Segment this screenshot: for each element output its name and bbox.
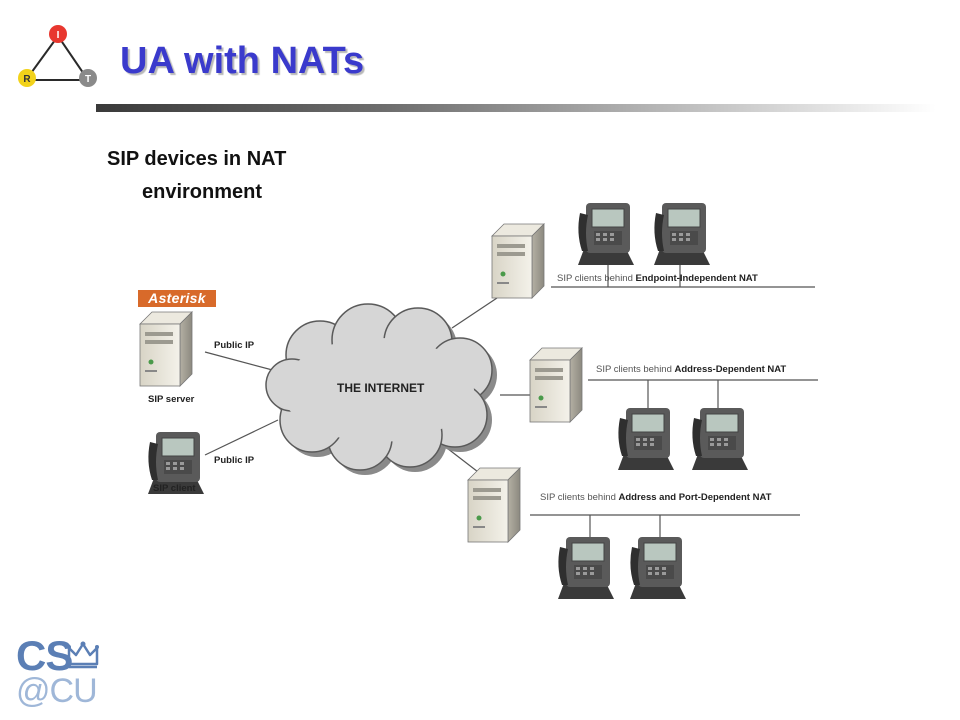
sip-server-label: SIP server (148, 394, 195, 405)
public-ip-label-server: Public IP (214, 340, 255, 351)
nat-group-type-1: Endpoint-Independent NAT (635, 273, 758, 284)
svg-text:R: R (23, 74, 31, 85)
title-divider (96, 104, 936, 112)
asterisk-logo: Asterisk (138, 290, 216, 307)
logo-node-t (79, 69, 97, 87)
cs-logo-text: CS (16, 632, 73, 679)
nat-group-prefix-1: SIP clients behind (557, 273, 636, 284)
slide-title: UA with NATs (120, 40, 365, 82)
logo-node-r (18, 69, 36, 87)
nat2-phone-2-icon (691, 407, 749, 471)
svg-text:I: I (57, 30, 60, 41)
nat-group-label-1: SIP clients behind Endpoint-Independent … (557, 273, 758, 284)
nat-server-1-icon (491, 223, 545, 299)
internet-cloud-label: THE INTERNET (337, 381, 425, 395)
nat-server-3-icon (467, 467, 521, 543)
nat-group-label-2: SIP clients behind Address-Dependent NAT (596, 364, 786, 375)
nat-group-type-2: Address-Dependent NAT (674, 364, 787, 375)
internet-cloud (265, 303, 497, 475)
subtitle-line-1: SIP devices in NAT (107, 148, 287, 170)
nat-group-prefix-2: SIP clients behind (596, 364, 675, 375)
nat1-phone-2-icon (653, 202, 711, 266)
subtitle-line-2: environment (142, 181, 263, 203)
nat2-phone-1-icon (617, 407, 675, 471)
nat-group-label-3: SIP clients behind Address and Port-Depe… (540, 492, 771, 503)
nat3-phone-1-icon (557, 536, 615, 600)
irt-logo: I R T (18, 25, 97, 87)
sip-client-label: SIP client (153, 483, 196, 494)
nat-group-prefix-3: SIP clients behind (540, 492, 619, 503)
sip-server-icon (139, 311, 193, 387)
nat3-phone-2-icon (629, 536, 687, 600)
nat-group-type-3: Address and Port-Dependent NAT (618, 492, 772, 503)
public-ip-label-client: Public IP (214, 455, 255, 466)
svg-text:T: T (85, 74, 91, 85)
at-cu-logo-text: @CU (16, 672, 98, 710)
logo-node-i (49, 25, 67, 43)
nat-server-2-icon (529, 347, 583, 423)
crown-icon (67, 641, 99, 669)
nat1-phone-1-icon (577, 202, 635, 266)
